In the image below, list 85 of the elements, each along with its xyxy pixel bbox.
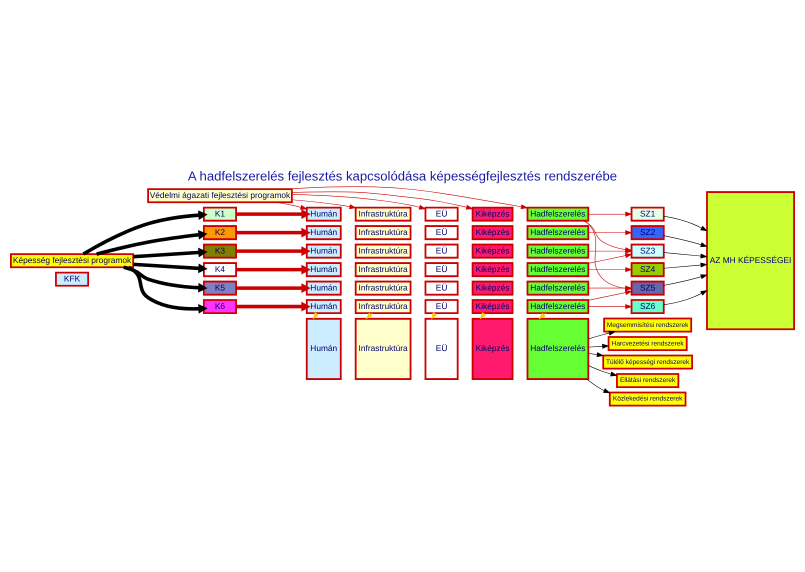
node-box: EÜ (424, 224, 459, 240)
arrow (588, 248, 632, 254)
arrow (664, 234, 708, 247)
arrow (588, 285, 632, 290)
node-box: SZ6 (630, 298, 665, 314)
node-box: AZ MH KÉPESSÉGEI (706, 190, 795, 330)
arrow (664, 252, 708, 258)
arrow (588, 352, 604, 357)
node-box: K1 (202, 206, 237, 222)
arrow (133, 247, 208, 258)
node-box: K2 (202, 224, 237, 240)
node-box: Humán (306, 206, 342, 222)
node-box: SZ2 (630, 224, 665, 240)
arrow (236, 227, 311, 237)
node-box: SZ3 (630, 243, 665, 258)
node-box: Infrastruktúra (354, 224, 412, 240)
arrow (538, 312, 546, 319)
node-box: Hadfelszerelés (526, 243, 590, 258)
arrow (236, 246, 311, 256)
node-box: Hadfelszerelés (526, 317, 590, 380)
node-box: EÜ (424, 243, 459, 258)
node-box: K3 (202, 243, 237, 258)
node-box: K6 (202, 298, 237, 314)
arrow (236, 264, 311, 274)
node-box: Infrastruktúra (354, 280, 412, 296)
node-box: Kiképzés (472, 317, 514, 380)
node-box: SZ1 (630, 206, 665, 222)
arrow (292, 198, 357, 209)
node-box: Infrastruktúra (354, 262, 412, 277)
node-box: Humán (306, 262, 342, 277)
node-box: EÜ (424, 206, 459, 222)
arrow (312, 312, 319, 319)
arrow (588, 252, 632, 264)
arrow (588, 304, 632, 309)
node-box: Kiképzés (472, 280, 514, 296)
node-box: EÜ (424, 262, 459, 277)
arrow (236, 282, 311, 292)
arrow (236, 301, 311, 311)
arrow (588, 343, 610, 348)
arrow (588, 266, 632, 272)
node-box: Hadfelszerelés (526, 224, 590, 240)
node-box: Humán (306, 280, 342, 296)
arrow (292, 194, 426, 210)
node-box: KFK (55, 271, 90, 286)
node-box: Kiképzés (472, 243, 514, 258)
node-box: EÜ (424, 280, 459, 296)
node-box: Kiképzés (472, 206, 514, 222)
node-box: K5 (202, 280, 237, 296)
node-box: Hadfelszerelés (526, 262, 590, 277)
node-box: Képesség fejlesztési programok (10, 252, 134, 268)
node-box: Infrastruktúra (354, 206, 412, 222)
arrow (588, 364, 618, 376)
arrow (128, 265, 208, 314)
arrow (292, 190, 474, 210)
arrow (588, 211, 632, 216)
node-box: K4 (202, 262, 237, 277)
arrow (586, 378, 611, 393)
arrow (82, 210, 208, 256)
node-box: SZ5 (630, 280, 665, 296)
node-box: Humán (306, 224, 342, 240)
node-box: EÜ (424, 317, 459, 380)
arrow (123, 265, 208, 292)
node-box: Kiképzés (472, 224, 514, 240)
arrow (588, 330, 616, 339)
diagram-title: A hadfelszerelés fejlesztés kapcsolódása képességfejlesztés rendszerébe (188, 168, 618, 183)
node-box: Védelmi ágazati fejlesztési programok (147, 188, 293, 203)
arrow (664, 290, 708, 305)
arrow (664, 262, 708, 268)
arrow (588, 230, 632, 235)
node-box: Humán (306, 243, 342, 258)
arrow (96, 230, 208, 256)
arrow (133, 262, 208, 273)
arrow (236, 208, 311, 218)
arrow (663, 274, 708, 286)
arrow (431, 312, 438, 319)
node-box: Infrastruktúra (354, 317, 412, 380)
arrow (588, 290, 632, 300)
node-box: Kiképzés (472, 262, 514, 277)
node-box: Humán (306, 317, 342, 380)
node-box: Infrastruktúra (354, 243, 412, 258)
node-box: Hadfelszerelés (526, 206, 590, 222)
node-box: SZ4 (630, 262, 665, 277)
node-box: Hadfelszerelés (526, 280, 590, 296)
arrow (366, 312, 373, 319)
arrow (664, 215, 708, 231)
